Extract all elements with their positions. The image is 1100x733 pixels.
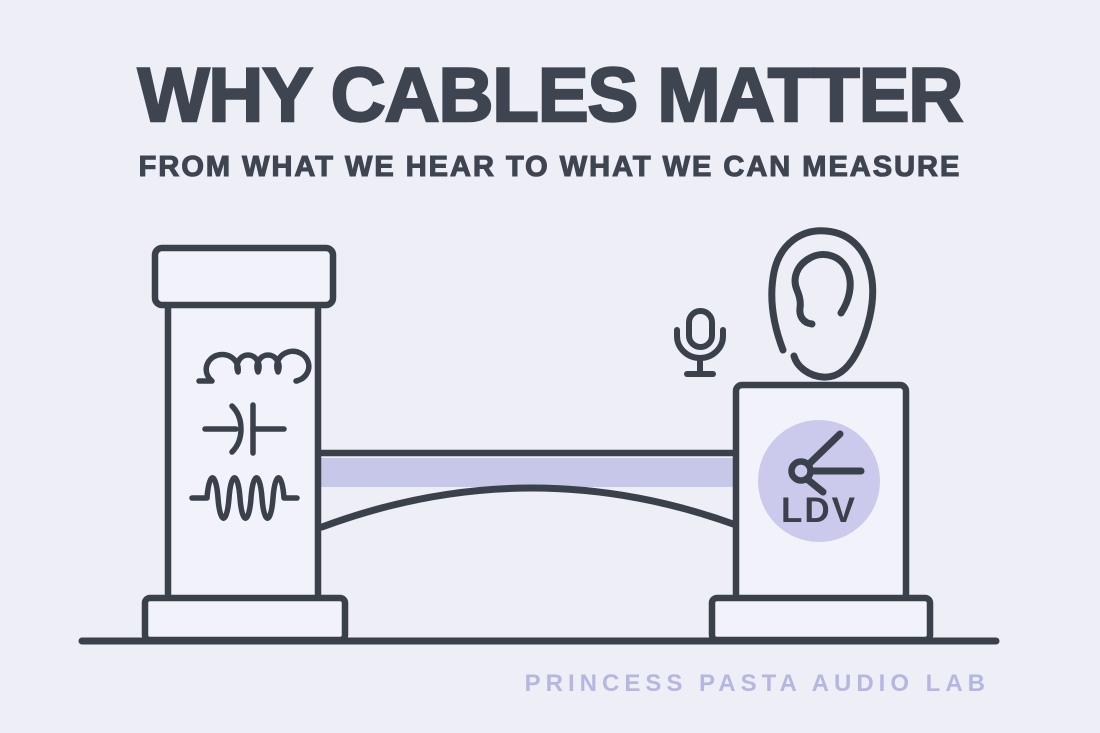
page-title: WHY CABLES MATTER <box>136 53 964 138</box>
microphone-icon <box>674 308 726 377</box>
inductor-icon <box>196 348 312 384</box>
signal-band <box>320 458 742 487</box>
right-pillar: LDV <box>708 381 934 644</box>
footer-brand: PRINCESS PASTA AUDIO LAB <box>524 670 990 697</box>
capacitor-icon <box>202 402 287 456</box>
cable <box>314 449 744 531</box>
ldv-label: LDV <box>781 491 857 530</box>
page-subtitle: FROM WHAT WE HEAR TO WHAT WE CAN MEASURE <box>138 151 962 184</box>
cable-arch <box>318 484 740 531</box>
left-pillar <box>141 244 349 644</box>
sine-wave-icon <box>189 475 300 521</box>
laser-vibrometer-icon <box>788 430 865 496</box>
left-pillar-shaft <box>164 296 322 604</box>
ear-icon <box>768 227 877 381</box>
left-pillar-base <box>141 594 349 644</box>
ldv-badge <box>758 420 880 542</box>
right-pillar-base <box>708 594 934 644</box>
left-pillar-capital <box>151 244 337 309</box>
